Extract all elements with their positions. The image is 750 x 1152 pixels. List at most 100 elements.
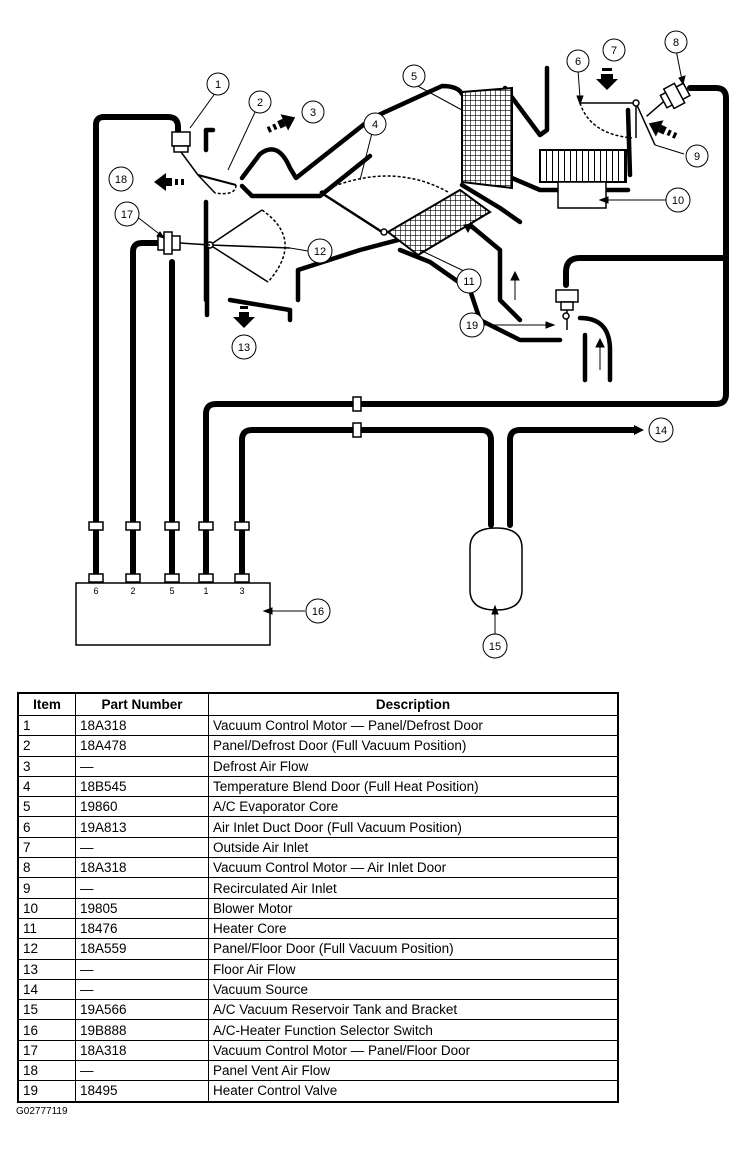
doors — [197, 99, 656, 283]
callout-13-label: 13 — [238, 342, 250, 354]
callout-18-label: 18 — [115, 174, 127, 186]
header-item: Item — [17, 692, 76, 716]
callout-9: 9 — [685, 144, 709, 168]
cell-part-number: 19A566 — [75, 999, 209, 1021]
callout-4-label: 4 — [372, 119, 378, 131]
cell-description: Temperature Blend Door (Full Heat Positi… — [208, 775, 619, 798]
callout-12-label: 12 — [314, 246, 326, 258]
callout-3-label: 3 — [310, 107, 316, 119]
callout-11: 11 — [456, 268, 482, 294]
cell-item: 18 — [17, 1060, 76, 1082]
cell-part-number: 18A559 — [75, 938, 209, 960]
callout-19-label: 19 — [466, 320, 478, 332]
callout-16-label: 16 — [312, 606, 324, 618]
cell-part-number: — — [75, 1060, 209, 1082]
vacuum-system-diagram: 6 2 5 1 3 — [75, 30, 729, 659]
leader-lines — [135, 49, 686, 634]
callout-4: 4 — [363, 112, 387, 136]
callout-7: 7 — [602, 38, 626, 62]
cell-item: 13 — [17, 958, 76, 980]
cell-item: 8 — [17, 857, 76, 879]
cell-item: 9 — [17, 877, 76, 899]
cell-description: Heater Control Valve — [208, 1080, 619, 1103]
cell-part-number: 18495 — [75, 1080, 209, 1103]
cell-description: Blower Motor — [208, 897, 619, 919]
panel-vent-airflow-arrow — [154, 173, 184, 191]
cell-item: 7 — [17, 836, 76, 859]
heater-core — [386, 188, 492, 257]
cell-description: Defrost Air Flow — [208, 755, 619, 777]
callout-8: 8 — [664, 30, 688, 54]
cell-part-number: 19805 — [75, 897, 209, 919]
callout-10-label: 10 — [672, 195, 684, 207]
cell-part-number: 18A478 — [75, 735, 209, 757]
cell-part-number: 18476 — [75, 917, 209, 940]
vacuum-source-arrow — [634, 425, 644, 435]
header-description: Description — [208, 692, 619, 716]
switch-port-6: 6 — [93, 586, 98, 596]
callout-2: 2 — [248, 90, 272, 114]
callout-18: 18 — [108, 166, 134, 192]
cell-item: 5 — [17, 796, 76, 818]
callout-15-label: 15 — [489, 641, 501, 653]
cell-description: Vacuum Control Motor — Panel/Floor Door — [208, 1039, 619, 1062]
callout-17-label: 17 — [121, 209, 133, 221]
function-selector-switch — [75, 582, 271, 646]
cell-part-number: 18A318 — [75, 857, 209, 879]
switch-port-5: 5 — [169, 586, 174, 596]
ac-evaporator-core — [461, 86, 513, 190]
cell-item: 19 — [17, 1080, 76, 1103]
cell-item: 10 — [17, 897, 76, 919]
callout-15: 15 — [482, 633, 508, 659]
callout-17: 17 — [114, 201, 140, 227]
vacuum-motor-panel-floor — [157, 231, 211, 255]
table-header-row: Item Part Number Description — [17, 692, 619, 716]
callout-9-label: 9 — [694, 151, 700, 163]
blower-wheel — [539, 149, 627, 183]
cell-item: 17 — [17, 1039, 76, 1062]
callout-16: 16 — [305, 598, 331, 624]
defrost-airflow-arrow — [266, 114, 296, 133]
floor-airflow-arrow — [233, 306, 255, 328]
callout-6-label: 6 — [575, 56, 581, 68]
cell-description: A/C-Heater Function Selector Switch — [208, 1019, 619, 1041]
cell-part-number: 18A318 — [75, 1039, 209, 1062]
cell-description: Air Inlet Duct Door (Full Vacuum Positio… — [208, 816, 619, 838]
table-row: 14—Vacuum Source — [17, 978, 619, 1001]
callout-14-label: 14 — [655, 425, 667, 437]
cell-description: Panel Vent Air Flow — [208, 1060, 619, 1082]
cell-description: Vacuum Control Motor — Air Inlet Door — [208, 857, 619, 879]
table-row: 18—Panel Vent Air Flow — [17, 1060, 619, 1082]
cell-part-number: 19860 — [75, 796, 209, 818]
cell-item: 1 — [17, 714, 76, 737]
cell-item: 14 — [17, 978, 76, 1001]
cell-item: 3 — [17, 755, 76, 777]
callout-12: 12 — [307, 238, 333, 264]
callout-1: 1 — [206, 72, 230, 96]
cell-part-number: 19A813 — [75, 816, 209, 838]
cell-item: 2 — [17, 735, 76, 757]
table-row: 3—Defrost Air Flow — [17, 755, 619, 777]
callout-11-label: 11 — [463, 276, 474, 288]
cell-description: Heater Core — [208, 917, 619, 940]
switch-port-3: 3 — [239, 586, 244, 596]
switch-port-1: 1 — [203, 586, 208, 596]
blower-motor — [557, 181, 607, 209]
header-part-number: Part Number — [75, 692, 209, 716]
cell-part-number: — — [75, 836, 209, 859]
cell-item: 15 — [17, 999, 76, 1021]
cell-description: Vacuum Source — [208, 978, 619, 1001]
callout-2-label: 2 — [257, 97, 263, 109]
cell-part-number: — — [75, 958, 209, 980]
table-row: 9—Recirculated Air Inlet — [17, 877, 619, 899]
table-row: 13—Floor Air Flow — [17, 958, 619, 980]
